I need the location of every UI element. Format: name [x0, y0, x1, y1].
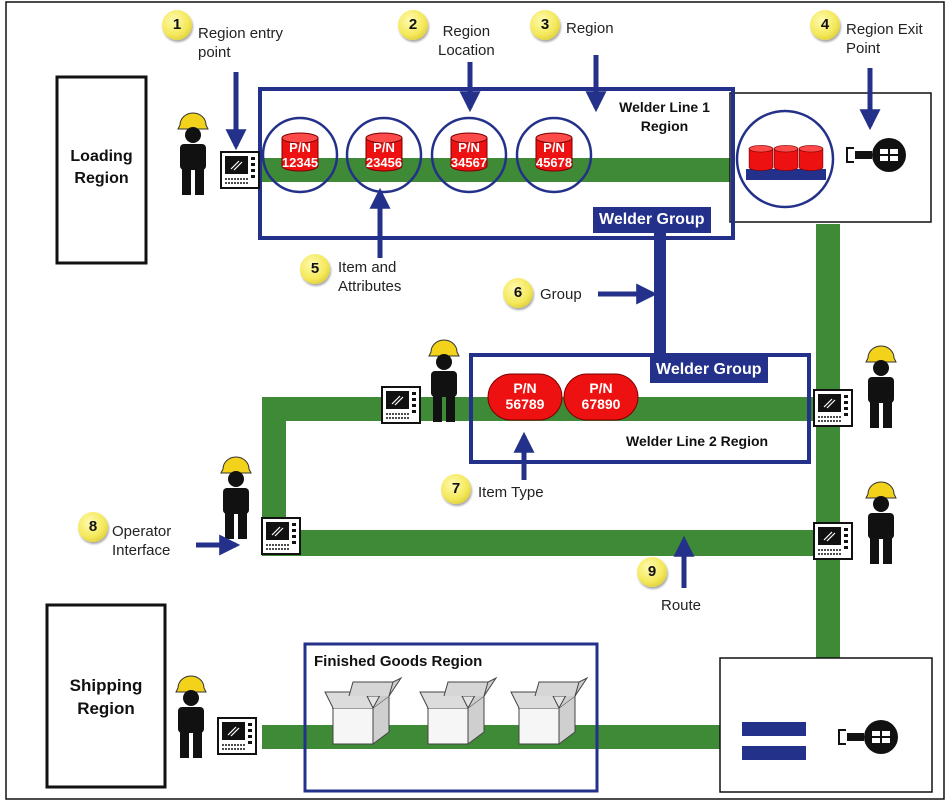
callout-badge-7: 7	[441, 474, 471, 504]
item-pills	[487, 373, 639, 421]
welder-line-2-box	[469, 353, 811, 464]
loading-region-box	[55, 75, 148, 265]
callout-badge-3: 3	[530, 10, 560, 40]
callout-badge-6: 6	[503, 278, 533, 308]
welder-group-tag-top: Welder Group	[593, 207, 711, 233]
callout-badge-2: 2	[398, 10, 428, 40]
route-right-vertical	[816, 224, 840, 658]
callout-badge-5: 5	[300, 254, 330, 284]
diagram-frame	[5, 1, 945, 800]
shipping-pallet	[742, 722, 806, 760]
callout-label-region-entry-point: Region entry point	[198, 25, 284, 61]
callout-badge-9: 9	[637, 557, 667, 587]
callout-label-group: Group	[540, 286, 582, 303]
callout-label-item-type: Item Type	[478, 484, 544, 501]
finished-goods-box	[303, 642, 599, 793]
callout-label-item-and-attributes: Item and Attributes	[338, 259, 402, 295]
callout-badge-1: 1	[162, 10, 192, 40]
callout-badge-8: 8	[78, 512, 108, 542]
finished-goods-label: Finished Goods Region	[314, 653, 483, 670]
shipping-region-box	[45, 603, 167, 789]
callout-label-region-exit-point: Region Exit Point	[846, 21, 923, 57]
loading-region-label: Loading Region	[70, 148, 133, 187]
shipping-region-label: Shipping Region	[69, 676, 143, 718]
route-bottom	[262, 725, 720, 749]
welder-line-1-label: Welder Line 1 Region	[619, 99, 710, 134]
group-connector	[654, 228, 666, 360]
callout-label-region-location: Region Location	[438, 23, 495, 59]
finished-goods-boxes	[324, 677, 588, 745]
welder-group-tag-bottom: Welder Group	[650, 357, 768, 383]
callout-arrows	[196, 55, 881, 588]
welder-line-1-box	[258, 87, 735, 240]
callout-badge-4: 4	[810, 10, 840, 40]
callout-label-operator-interface: Operator Interface	[112, 523, 172, 559]
callout-label-region: Region	[566, 20, 614, 37]
route-middle	[262, 530, 818, 556]
callout-label-route: Route	[661, 597, 702, 614]
exit-pallet	[746, 145, 826, 180]
welder-line-2-label: Welder Line 2 Region	[626, 433, 769, 449]
